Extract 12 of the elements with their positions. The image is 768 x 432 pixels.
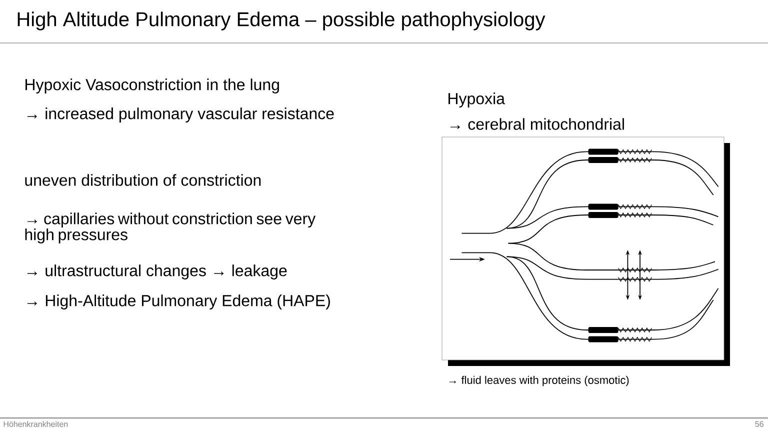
- figure-caption: → fluid leaves with proteins (osmotic): [449, 376, 629, 386]
- bullet-text: → capillaries without constriction see very high pressures: [25, 212, 316, 244]
- footer-text: Höhenkrankheiten: [4, 421, 68, 427]
- bullet-text: → High-Altitude Pulmonary Edema (HAPE): [27, 294, 330, 310]
- bullet-text: Hypoxic Vasoconstriction in the lung: [26, 78, 279, 94]
- bullet-text: uneven distribution of constriction: [25, 174, 261, 186]
- bullet-text: → cerebral mitochondrial: [450, 118, 624, 130]
- slide-title: High Altitude Pulmonary Edema – possible pathophysiology: [18, 12, 546, 30]
- bullet-text: → increased pulmonary vascular resistance: [27, 108, 334, 122]
- heading-text: Hypoxia: [448, 92, 505, 108]
- bullet-text: → ultrastructural changes → leakage: [27, 264, 287, 280]
- page-number: 56: [755, 421, 764, 427]
